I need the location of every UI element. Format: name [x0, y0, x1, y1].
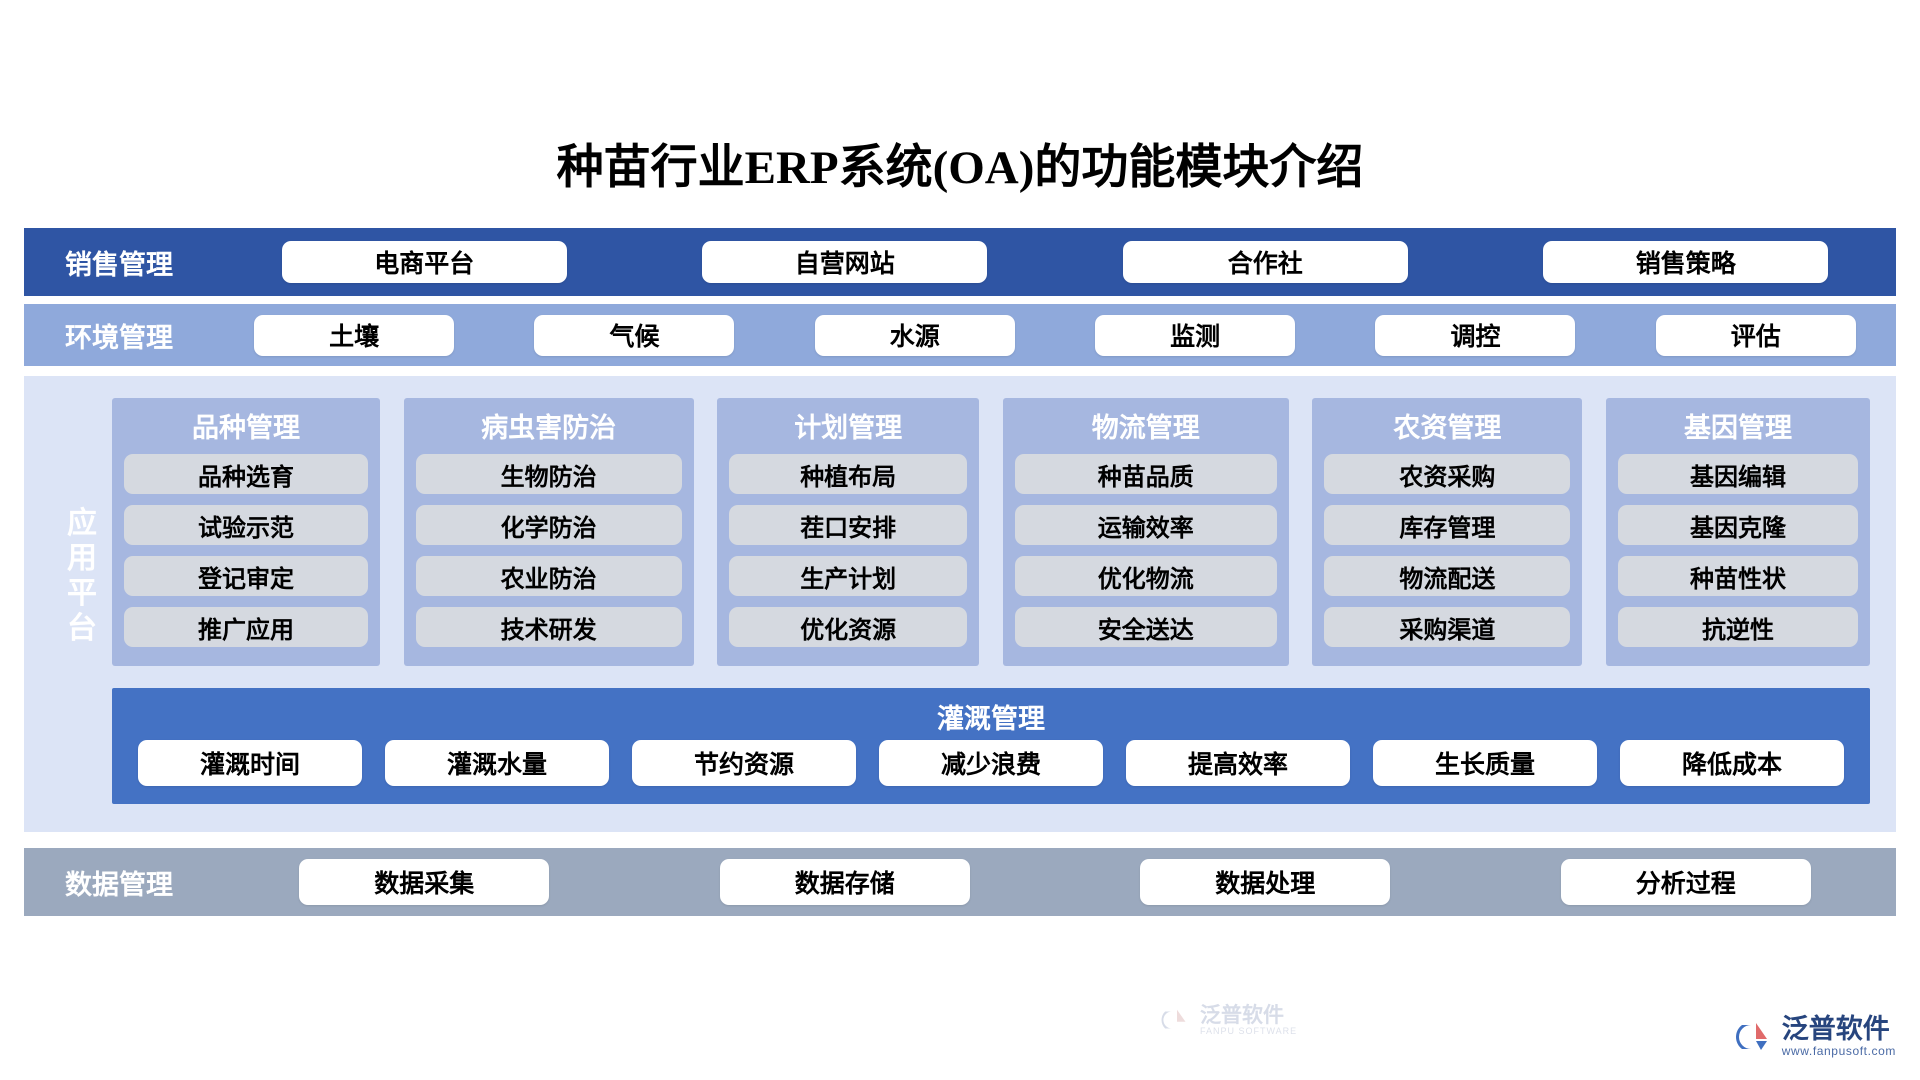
environment-item-assessment[interactable]: 评估: [1655, 314, 1856, 356]
module-column-gene-management[interactable]: 基因管理 基因编辑 基因克隆 种苗性状 抗逆性: [1605, 398, 1870, 666]
module-item-planting-layout[interactable]: 种植布局: [729, 454, 968, 494]
irrigation-management-items: 灌溉时间 灌溉水量 节约资源 减少浪费 提高效率 生长质量 降低成本: [138, 740, 1844, 786]
environment-item-climate[interactable]: 气候: [534, 314, 735, 356]
module-item-production-plan[interactable]: 生产计划: [729, 556, 968, 596]
fanpu-brand-logo[interactable]: 泛普软件 www.fanpusoft.com: [1735, 1013, 1896, 1058]
module-column-title: 物流管理: [1091, 413, 1200, 443]
module-item-transport-efficiency[interactable]: 运输效率: [1014, 505, 1277, 545]
data-management-row: 数据管理 数据采集 数据存储 数据处理 分析过程: [24, 848, 1896, 916]
module-item-registration-approval[interactable]: 登记审定: [124, 556, 368, 596]
module-column-title: 基因管理: [1683, 413, 1792, 443]
module-item-chemical-control[interactable]: 化学防治: [415, 505, 682, 545]
module-column-title: 计划管理: [794, 413, 903, 443]
data-item-storage[interactable]: 数据存储: [719, 859, 970, 905]
fanpu-watermark-text: 泛普软件 FANPU SOFTWARE: [1200, 1004, 1297, 1036]
application-platform-panel: 应用平台 品种管理 品种选育 试验示范 登记审定 推广应用 病虫害防治 生物防治…: [24, 376, 1896, 1036]
data-management-label: 数据管理: [65, 869, 173, 900]
module-item-crop-rotation[interactable]: 茬口安排: [729, 505, 968, 545]
sales-management-label: 销售管理: [65, 249, 173, 280]
application-platform-label: 应用平台: [67, 507, 97, 646]
irrigation-item-reduce-cost[interactable]: 降低成本: [1620, 740, 1844, 786]
fanpu-watermark: 泛普软件 FANPU SOFTWARE: [1160, 996, 1360, 1044]
module-columns: 品种管理 品种选育 试验示范 登记审定 推广应用 病虫害防治 生物防治 化学防治…: [112, 398, 1870, 666]
fanpu-watermark-logo-icon: [1161, 1009, 1186, 1029]
module-item-safe-delivery[interactable]: 安全送达: [1014, 607, 1277, 647]
sales-management-items: 电商平台 自营网站 合作社 销售策略: [214, 241, 1896, 283]
environment-item-soil[interactable]: 土壤: [254, 314, 455, 356]
module-item-seedling-traits[interactable]: 种苗性状: [1617, 556, 1858, 596]
environment-management-items: 土壤 气候 水源 监测 调控 评估: [214, 314, 1896, 356]
module-column-plan-management[interactable]: 计划管理 种植布局 茬口安排 生产计划 优化资源: [717, 398, 980, 666]
module-item-promotion-application[interactable]: 推广应用: [124, 607, 368, 647]
module-item-procurement-channel[interactable]: 采购渠道: [1324, 607, 1571, 647]
irrigation-item-growth-quality[interactable]: 生长质量: [1373, 740, 1597, 786]
module-item-gene-editing[interactable]: 基因编辑: [1617, 454, 1858, 494]
irrigation-item-reduce-waste[interactable]: 减少浪费: [879, 740, 1103, 786]
module-column-title: 病虫害防治: [481, 413, 617, 443]
fanpu-watermark-name: 泛普软件: [1200, 1002, 1284, 1027]
fanpu-watermark-name-en: FANPU SOFTWARE: [1200, 1026, 1298, 1037]
module-item-logistics-distribution[interactable]: 物流配送: [1324, 556, 1571, 596]
module-item-seedling-quality[interactable]: 种苗品质: [1014, 454, 1277, 494]
page-title: 种苗行业ERP系统(OA)的功能模块介绍: [556, 142, 1364, 194]
irrigation-item-time[interactable]: 灌溉时间: [138, 740, 362, 786]
fanpu-logo-url: www.fanpusoft.com: [1781, 1044, 1896, 1058]
fanpu-logo-name: 泛普软件: [1781, 1013, 1890, 1044]
module-item-stress-resistance[interactable]: 抗逆性: [1617, 607, 1858, 647]
data-item-collection[interactable]: 数据采集: [299, 859, 550, 905]
environment-management-row: 环境管理 土壤 气候 水源 监测 调控 评估: [24, 304, 1896, 366]
module-item-trial-demonstration[interactable]: 试验示范: [124, 505, 368, 545]
module-column-title: 品种管理: [192, 413, 300, 443]
irrigation-item-save-resources[interactable]: 节约资源: [632, 740, 856, 786]
sales-item-own-website[interactable]: 自营网站: [702, 241, 988, 283]
environment-item-regulation[interactable]: 调控: [1375, 314, 1576, 356]
sales-item-ecommerce[interactable]: 电商平台: [281, 241, 567, 283]
sales-item-cooperative[interactable]: 合作社: [1122, 241, 1408, 283]
module-item-logistics-optimization[interactable]: 优化物流: [1014, 556, 1277, 596]
module-column-title: 农资管理: [1393, 413, 1502, 443]
environment-item-monitoring[interactable]: 监测: [1095, 314, 1296, 356]
fanpu-logo-text: 泛普软件 www.fanpusoft.com: [1781, 1013, 1896, 1058]
environment-item-water-source[interactable]: 水源: [814, 314, 1015, 356]
sales-management-row: 销售管理 电商平台 自营网站 合作社 销售策略: [24, 228, 1896, 296]
module-column-agri-materials-management[interactable]: 农资管理 农资采购 库存管理 物流配送 采购渠道: [1312, 398, 1583, 666]
data-management-items: 数据采集 数据存储 数据处理 分析过程: [214, 859, 1896, 905]
module-column-logistics-management[interactable]: 物流管理 种苗品质 运输效率 优化物流 安全送达: [1002, 398, 1289, 666]
module-item-biological-control[interactable]: 生物防治: [415, 454, 682, 494]
irrigation-management-block: 灌溉管理 灌溉时间 灌溉水量 节约资源 减少浪费 提高效率 生长质量 降低成本: [112, 688, 1870, 804]
module-column-pest-control[interactable]: 病虫害防治 生物防治 化学防治 农业防治 技术研发: [403, 398, 694, 666]
environment-management-label: 环境管理: [65, 322, 173, 353]
module-item-variety-breeding[interactable]: 品种选育: [124, 454, 368, 494]
data-item-analysis[interactable]: 分析过程: [1560, 859, 1811, 905]
data-item-processing[interactable]: 数据处理: [1140, 859, 1391, 905]
module-item-technology-rnd[interactable]: 技术研发: [415, 607, 682, 647]
module-item-gene-cloning[interactable]: 基因克隆: [1617, 505, 1858, 545]
module-column-variety-management[interactable]: 品种管理 品种选育 试验示范 登记审定 推广应用: [112, 398, 380, 666]
module-item-agri-procurement[interactable]: 农资采购: [1324, 454, 1571, 494]
module-item-resource-optimization[interactable]: 优化资源: [729, 607, 968, 647]
irrigation-item-improve-efficiency[interactable]: 提高效率: [1126, 740, 1350, 786]
sales-item-strategy[interactable]: 销售策略: [1543, 241, 1829, 283]
irrigation-management-title: 灌溉管理: [937, 704, 1045, 734]
irrigation-item-water-volume[interactable]: 灌溉水量: [385, 740, 609, 786]
fanpu-logo-icon: [1735, 1023, 1767, 1051]
module-item-inventory-management[interactable]: 库存管理: [1324, 505, 1571, 545]
module-item-agricultural-control[interactable]: 农业防治: [415, 556, 682, 596]
